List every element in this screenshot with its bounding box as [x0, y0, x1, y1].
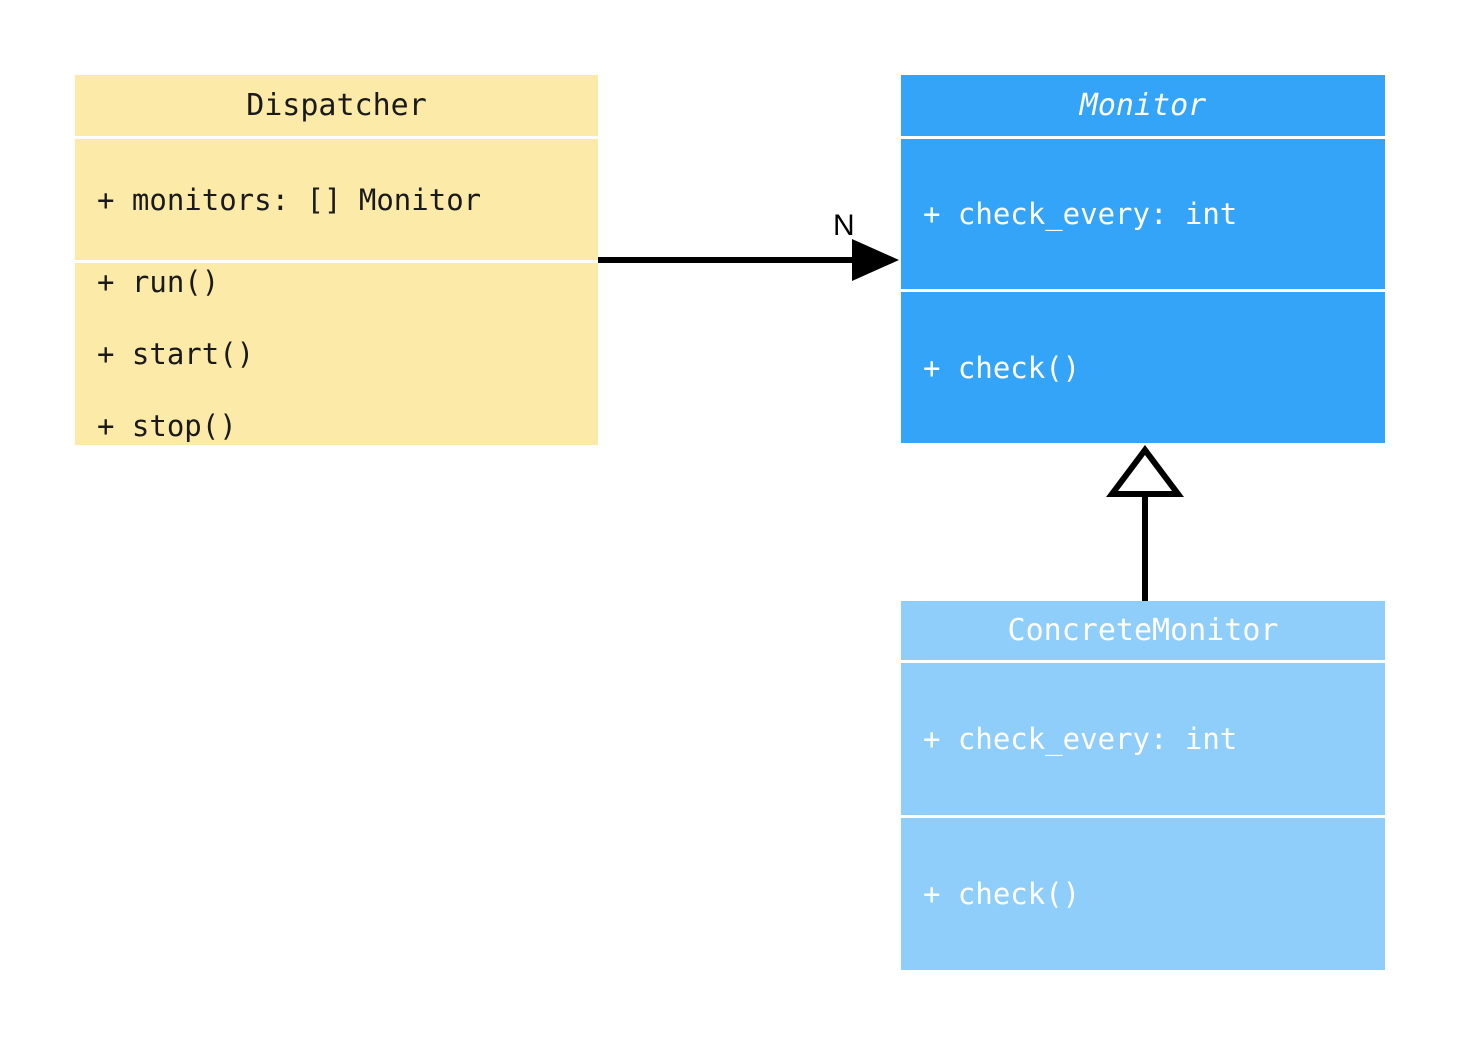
method-item: + start() — [97, 337, 255, 371]
class-name-concrete-monitor: ConcreteMonitor — [1007, 613, 1279, 649]
compartment-separator — [901, 660, 1385, 664]
class-name-monitor: Monitor — [1079, 87, 1207, 123]
method-list: + run() + start() + stop() — [75, 263, 598, 445]
class-attributes-concrete-monitor: + check_every: int — [901, 663, 1385, 815]
association-dispatcher-monitor — [598, 239, 899, 281]
class-methods-dispatcher: + run() + start() + stop() — [75, 263, 598, 445]
method-item: + stop() — [97, 409, 237, 443]
class-attributes-dispatcher: + monitors: [] Monitor — [75, 139, 598, 260]
attribute-list: + check_every: int — [901, 684, 1385, 794]
attribute-list: + monitors: [] Monitor — [75, 145, 598, 255]
class-box-monitor[interactable]: Monitor + check_every: int + check() — [901, 75, 1385, 443]
hollow-triangle-arrowhead-icon — [1106, 445, 1184, 497]
class-attributes-monitor: + check_every: int — [901, 139, 1385, 290]
generalization-concrete-monitor-monitor — [1106, 445, 1184, 601]
compartment-separator — [901, 135, 1385, 139]
class-box-concrete-monitor[interactable]: ConcreteMonitor + check_every: int + che… — [901, 601, 1385, 970]
compartment-separator — [901, 289, 1385, 293]
class-name-dispatcher: Dispatcher — [246, 88, 427, 123]
method-list: + check() — [901, 313, 1385, 423]
class-box-dispatcher[interactable]: Dispatcher + monitors: [] Monitor + run(… — [75, 75, 598, 445]
method-item: + run() — [97, 265, 220, 299]
compartment-separator — [75, 260, 598, 263]
attribute-item: + check_every: int — [923, 197, 1238, 232]
attribute-item: + check_every: int — [923, 721, 1238, 756]
method-item: + check() — [923, 350, 1081, 385]
class-header-monitor: Monitor — [901, 75, 1385, 136]
class-methods-monitor: + check() — [901, 292, 1385, 443]
attribute-list: + check_every: int — [901, 159, 1385, 269]
compartment-separator — [75, 136, 598, 139]
compartment-separator — [901, 814, 1385, 818]
class-header-dispatcher: Dispatcher — [75, 75, 598, 136]
class-methods-concrete-monitor: + check() — [901, 818, 1385, 970]
filled-arrowhead-icon — [852, 239, 899, 281]
class-header-concrete-monitor: ConcreteMonitor — [901, 601, 1385, 660]
association-multiplicity-label: N — [833, 209, 855, 242]
method-item: + check() — [923, 876, 1081, 911]
method-list: + check() — [901, 839, 1385, 949]
attribute-item: + monitors: [] Monitor — [97, 182, 482, 217]
